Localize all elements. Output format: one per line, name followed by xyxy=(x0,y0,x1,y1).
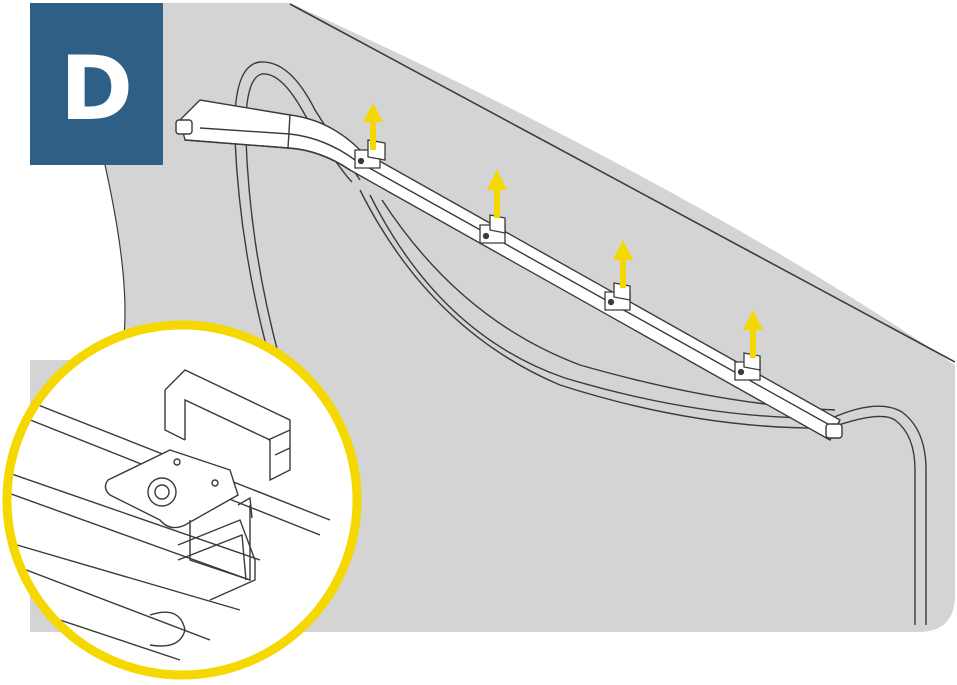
arrow-up-icon xyxy=(487,169,507,218)
ceiling-white-surface xyxy=(290,3,955,365)
arrow-up-icon xyxy=(743,310,763,358)
arrow-up-icon xyxy=(613,240,633,288)
clip-3 xyxy=(604,282,631,311)
clip-4 xyxy=(734,352,761,381)
step-letter: D xyxy=(59,37,134,140)
rail-bar xyxy=(175,99,843,441)
left-white-wall xyxy=(30,165,125,360)
step-badge: D xyxy=(30,3,163,165)
zoom-detail-circle xyxy=(2,320,362,680)
arrow-up-icon xyxy=(363,103,383,150)
clip-2 xyxy=(479,214,506,244)
